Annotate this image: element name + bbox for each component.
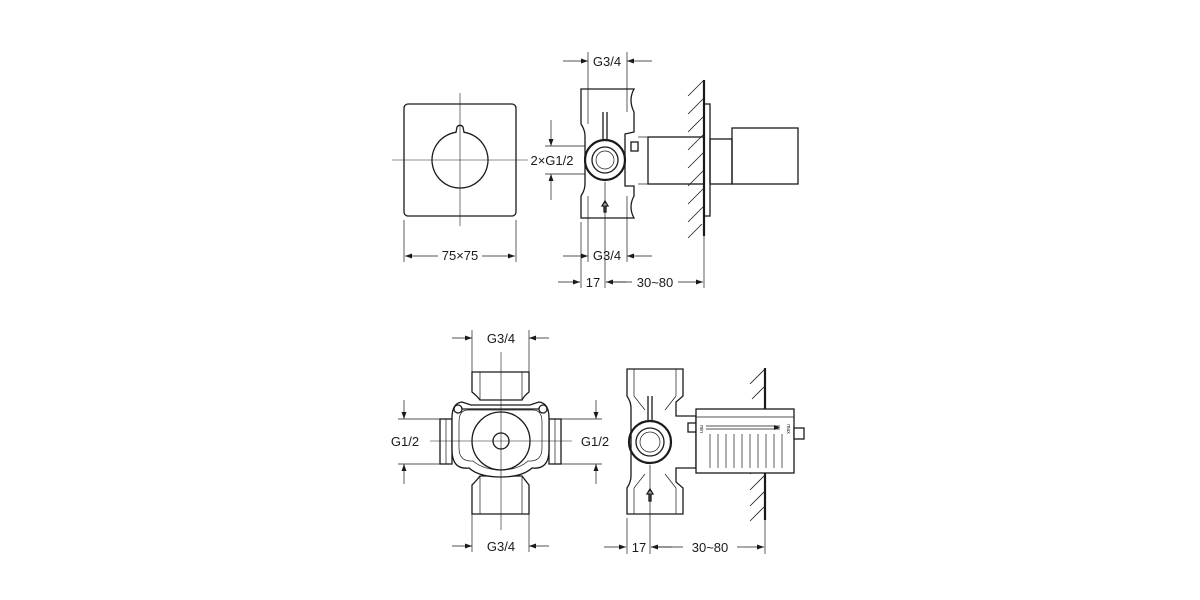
control-knob <box>431 124 489 189</box>
guard-ribs <box>709 434 783 468</box>
label-bottom-g34: G3/4 <box>593 248 621 263</box>
label-body-bottom-g34: G3/4 <box>487 539 515 554</box>
outlet-circle-outer <box>583 138 627 182</box>
wall-hatching <box>687 79 705 239</box>
label2-depth-3080: 30~80 <box>692 540 729 555</box>
outlet2-circle-inner <box>635 427 665 457</box>
side-view-bottom: min max 17 30~80 <box>604 368 805 555</box>
screw-tab <box>630 141 639 152</box>
guard-cap <box>793 427 805 440</box>
label-bg-right <box>578 433 612 449</box>
handle-body <box>731 127 799 185</box>
label-left-g12: G1/2 <box>391 434 419 449</box>
bottom-port <box>471 475 530 515</box>
body-inner-outline <box>458 409 543 471</box>
outlet2-bore <box>639 431 661 453</box>
front-cover-view: 75×75 <box>392 93 528 263</box>
body-front-view: G3/4 G3/4 G1/2 G1/2 <box>388 330 612 554</box>
body2-chamfer-bot <box>633 473 677 489</box>
label2-depth-17: 17 <box>632 540 646 555</box>
label-depth-3080: 30~80 <box>637 275 674 290</box>
valve-body-2 <box>626 368 697 515</box>
label-bg-side <box>529 152 575 168</box>
body2-chamfer-top <box>633 395 677 411</box>
side-view-top: G3/4 2×G1/2 G3/4 17 30~80 <box>529 52 799 290</box>
guard-min-label: min <box>698 425 704 433</box>
label-body-top-g34: G3/4 <box>487 331 515 346</box>
trim-handle <box>709 138 733 185</box>
valve-body <box>580 88 636 219</box>
label-side-2xg12: 2×G1/2 <box>530 153 573 168</box>
label-right-g12: G1/2 <box>581 434 609 449</box>
label-depth-17: 17 <box>586 275 600 290</box>
guard-max-label: max <box>785 424 791 434</box>
rough-in-guard <box>695 408 795 474</box>
outlet2-circle-outer <box>627 419 673 465</box>
top-port <box>471 371 530 401</box>
guard-arrow-icon <box>774 425 780 430</box>
label-top-g34: G3/4 <box>593 54 621 69</box>
size-label: 75×75 <box>442 248 479 263</box>
label-bg <box>438 248 482 262</box>
outlet-circle-bore <box>595 150 615 170</box>
outlet-circle-inner <box>591 146 619 174</box>
label-bg-left <box>388 433 422 449</box>
